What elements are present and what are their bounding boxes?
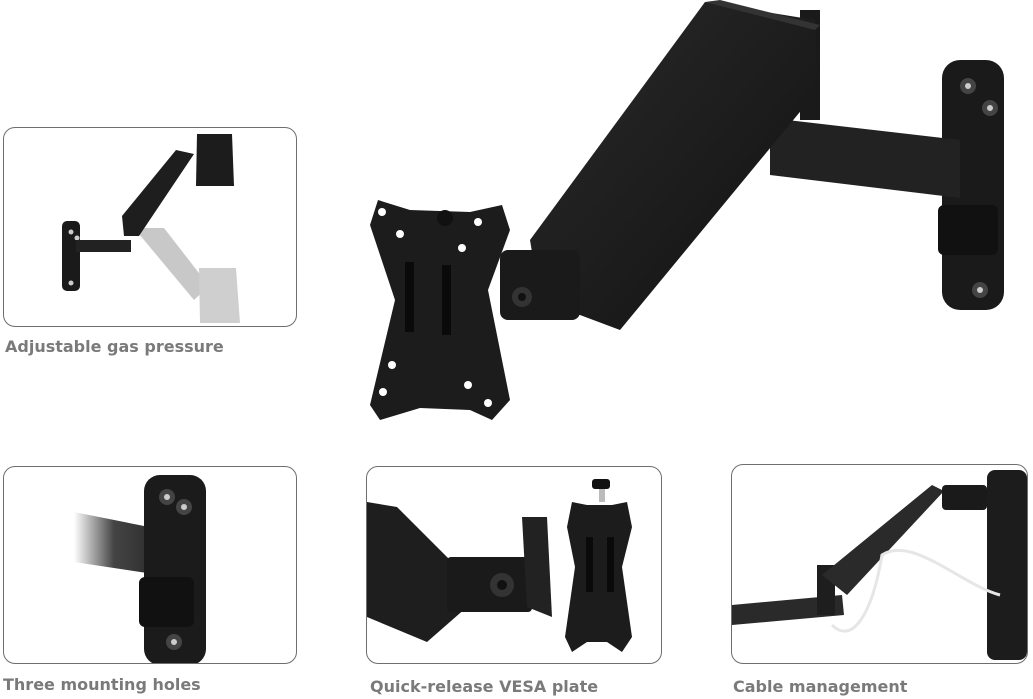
feature-panel-cable-management (731, 464, 1028, 664)
caption-gas-pressure: Adjustable gas pressure (5, 337, 224, 356)
feature-panel-mounting-holes (3, 466, 297, 664)
feature-panel-vesa-plate (366, 466, 662, 664)
caption-vesa-plate: Quick-release VESA plate (370, 677, 599, 696)
hero-product-image (360, 0, 1033, 430)
caption-mounting-holes: Three mounting holes (3, 675, 201, 694)
feature-panel-gas-pressure (3, 127, 297, 327)
caption-cable-management: Cable management (733, 677, 908, 696)
